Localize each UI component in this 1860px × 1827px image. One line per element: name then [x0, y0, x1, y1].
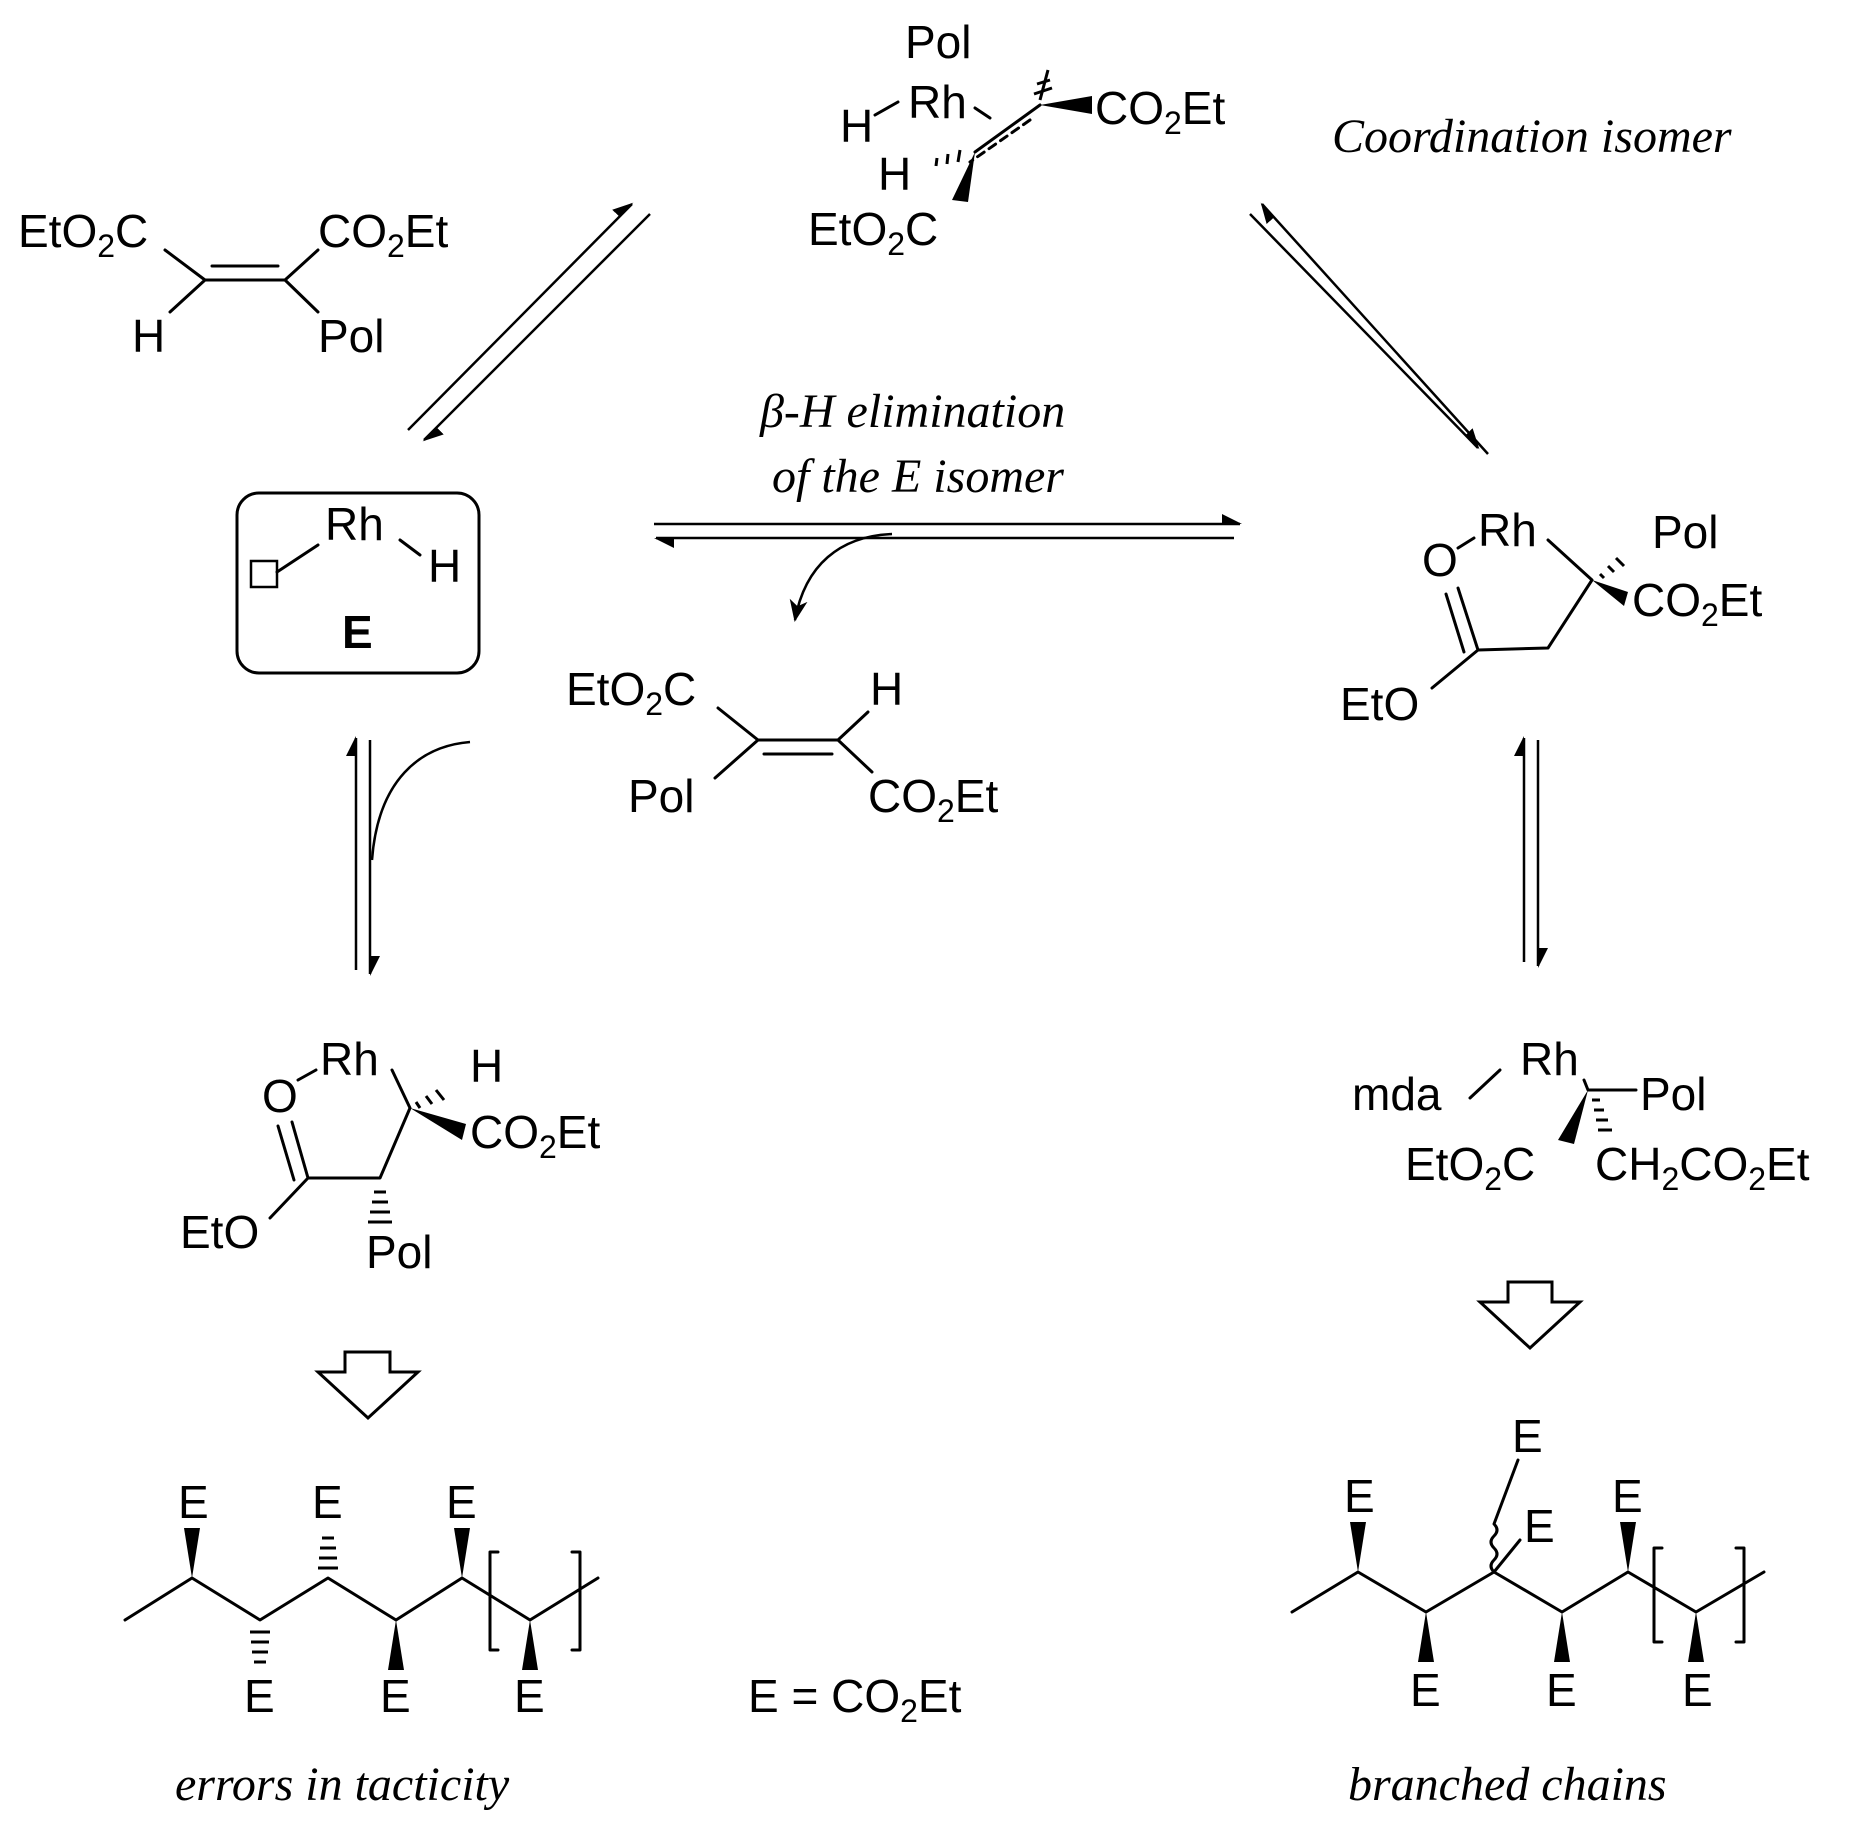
svg-text:EtO2C: EtO2C — [18, 205, 148, 264]
errors-in-tacticity-label: errors in tacticity — [175, 1758, 510, 1811]
svg-text:E: E — [312, 1476, 343, 1528]
polymer-tacticity-errors: E E E E E E — [123, 1476, 600, 1722]
svg-text:Rh: Rh — [320, 1033, 379, 1085]
svg-text:H: H — [840, 100, 873, 152]
svg-text:H: H — [132, 310, 165, 362]
svg-text:E: E — [342, 606, 373, 658]
svg-text:Pol: Pol — [1640, 1068, 1706, 1120]
svg-text:EtO2C: EtO2C — [566, 663, 696, 722]
svg-text:Pol: Pol — [366, 1226, 432, 1278]
substrate-alkene: EtO2C CO2Et H Pol — [18, 205, 448, 362]
svg-text:Rh: Rh — [908, 76, 967, 128]
equilibrium-arrow-topright — [1249, 202, 1489, 455]
svg-text:E: E — [1344, 1470, 1375, 1522]
equilibrium-arrow-right — [1514, 736, 1548, 968]
svg-text:H: H — [470, 1040, 503, 1092]
svg-text:H: H — [870, 663, 903, 715]
svg-text:E: E — [244, 1670, 275, 1722]
coordination-isomer-label: Coordination isomer — [1332, 110, 1732, 163]
oxa-rhodacycle-left: O Rh H CO2Et EtO Pol — [180, 1033, 600, 1278]
svg-text:E: E — [1612, 1470, 1643, 1522]
svg-text:EtO2C: EtO2C — [1405, 1138, 1535, 1197]
svg-text:E: E — [380, 1670, 411, 1722]
svg-text:E: E — [446, 1476, 477, 1528]
svg-text:CO2Et: CO2Et — [470, 1106, 600, 1165]
rh-hydride-complex: Rh H E — [235, 491, 481, 675]
svg-text:E: E — [1546, 1664, 1577, 1716]
svg-text:Pol: Pol — [905, 16, 971, 68]
svg-text:O: O — [1422, 534, 1458, 586]
e-isomer-alkene: EtO2C H Pol CO2Et — [566, 663, 998, 829]
svg-text:Pol: Pol — [628, 770, 694, 822]
alkyl-rhodium-right: mda Rh Pol EtO2C CH2CO2Et — [1352, 1033, 1810, 1197]
svg-text:O: O — [262, 1070, 298, 1122]
equilibrium-arrow-topleft — [407, 202, 651, 442]
svg-text:CO2Et: CO2Et — [868, 770, 998, 829]
svg-text:CH2CO2Et: CH2CO2Et — [1595, 1138, 1810, 1197]
open-arrow-right — [1476, 1280, 1584, 1351]
svg-text:Rh: Rh — [1478, 504, 1537, 556]
equilibrium-arrow-middle — [654, 514, 1242, 622]
svg-text:Rh: Rh — [1520, 1033, 1579, 1085]
svg-text:Pol: Pol — [318, 310, 384, 362]
svg-text:E: E — [1410, 1664, 1441, 1716]
coordination-complex: Pol Rh H H CO2Et EtO2C — [808, 16, 1225, 262]
polymer-branched: E E E E E E E — [1290, 1410, 1766, 1716]
equilibrium-arrow-left — [346, 736, 471, 976]
svg-text:CO2Et: CO2Et — [1095, 82, 1225, 141]
svg-text:CO2Et: CO2Et — [1632, 574, 1762, 633]
branched-chains-label: branched chains — [1348, 1758, 1667, 1811]
svg-text:Pol: Pol — [1652, 506, 1718, 558]
e-definition: E = CO2Et — [748, 1670, 962, 1729]
svg-text:E: E — [1682, 1664, 1713, 1716]
svg-text:mda: mda — [1352, 1068, 1442, 1120]
svg-text:E: E — [1512, 1410, 1543, 1462]
beta-h-label-line1: β-H elimination — [759, 385, 1065, 438]
svg-text:E: E — [514, 1670, 545, 1722]
svg-text:Rh: Rh — [325, 498, 384, 550]
svg-text:EtO: EtO — [1340, 678, 1419, 730]
oxa-rhodacycle-right: O Rh Pol CO2Et EtO — [1340, 504, 1762, 730]
open-arrow-left — [314, 1350, 422, 1421]
svg-text:CO2Et: CO2Et — [318, 205, 448, 264]
svg-text:E: E — [178, 1476, 209, 1528]
svg-text:EtO2C: EtO2C — [808, 203, 938, 262]
beta-h-label-line2: of the E isomer — [772, 450, 1064, 503]
svg-text:H: H — [428, 540, 461, 592]
svg-text:E: E — [1524, 1500, 1555, 1552]
svg-text:EtO: EtO — [180, 1206, 259, 1258]
svg-text:H: H — [878, 148, 911, 200]
